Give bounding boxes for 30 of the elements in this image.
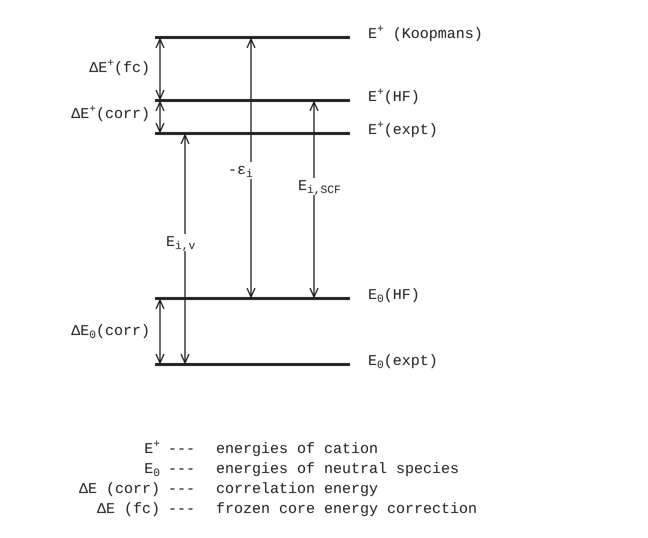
double-arrow [309, 101, 319, 298]
symbol-label: ΔE (corr) [78, 481, 160, 498]
energy-level-line [155, 36, 350, 39]
definition-text: correlation energy [216, 481, 378, 498]
level-label: E$_{0}$(expt) [368, 353, 438, 370]
definition-text: frozen core energy correction [216, 501, 478, 518]
energy-level-line [155, 132, 350, 135]
dash-separator: --- [168, 481, 196, 498]
symbol-label: E$^{+}$ [144, 441, 160, 458]
double-arrow [246, 38, 256, 298]
edge-label: E$_{i,SCF}$ [296, 178, 343, 195]
double-arrow [155, 38, 165, 100]
double-arrow [180, 134, 190, 364]
energy-level-line [155, 297, 350, 300]
level-label: E$_{0}$(HF) [368, 287, 420, 304]
energy-level-line [155, 363, 350, 366]
double-arrow [155, 101, 165, 133]
symbol-label: E$_{0}$ [144, 461, 160, 478]
level-label: E$^{+}$(HF) [368, 89, 420, 106]
energy-level-line [155, 99, 350, 102]
dash-separator: --- [168, 461, 196, 478]
level-label: E$^{+}$ (Koopmans) [368, 26, 483, 43]
double-arrow [155, 299, 165, 364]
level-label: E$^{+}$(expt) [368, 122, 438, 139]
edge-label: E$_{i,v}$ [164, 234, 198, 251]
dash-separator: --- [168, 501, 196, 518]
symbol-label: ΔE (fc) [96, 501, 160, 518]
dash-separator: --- [168, 441, 196, 458]
definition-text: energies of cation [216, 441, 378, 458]
definition-text: energies of neutral species [216, 461, 460, 478]
